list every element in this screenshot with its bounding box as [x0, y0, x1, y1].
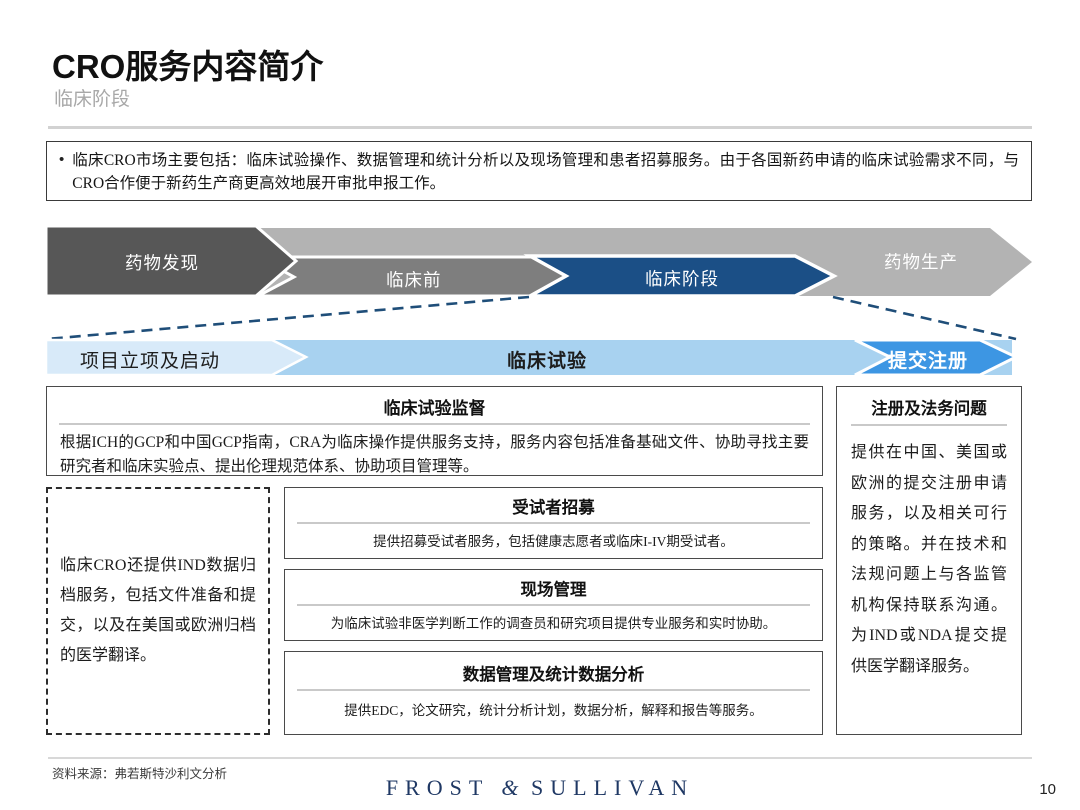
footer-divider [48, 757, 1032, 759]
chevron-label-preclinical: 临床前 [386, 270, 442, 290]
brand-ampersand: & [501, 775, 519, 800]
brand-logo: FROST & SULLIVAN [0, 775, 1080, 801]
card-title: 受试者招募 [512, 498, 595, 517]
card-subject-recruitment: 受试者招募 提供招募受试者服务，包括健康志愿者或临床I-IV期受试者。 [284, 487, 823, 559]
card-divider [297, 604, 810, 606]
connector-left-dashed [46, 295, 530, 341]
card-data-management-statistics: 数据管理及统计数据分析 提供EDC，论文研究，统计分析计划，数据分析，解释和报告… [284, 651, 823, 735]
bullet-row: • 临床CRO市场主要包括：临床试验操作、数据管理和统计分析以及现场管理和患者招… [59, 149, 1019, 195]
card-title: 数据管理及统计数据分析 [462, 665, 645, 684]
card-body: 提供EDC，论文研究，统计分析计划，数据分析，解释和报告等服务。 [344, 703, 763, 718]
brand-word-frost: FROST [385, 775, 489, 800]
card-body: 提供在中国、美国或欧洲的提交注册申请服务，以及相关可行的策略。并在技术和法规问题… [851, 444, 1007, 675]
chevron-label-project-initiation: 项目立项及启动 [80, 351, 221, 372]
bullet-dot-icon: • [59, 151, 65, 168]
card-ind-archiving-note: 临床CRO还提供IND数据归档服务，包括文件准备和提交，以及在美国或欧洲归档的医… [46, 487, 270, 735]
card-body: 为临床试验非医学判断工作的调查员和研究项目提供专业服务和实时协助。 [330, 616, 777, 631]
card-title: 临床试验监督 [383, 399, 486, 418]
card-divider [297, 522, 810, 524]
connector-right-dashed [832, 295, 1017, 341]
bullet-text: 临床CRO市场主要包括：临床试验操作、数据管理和统计分析以及现场管理和患者招募服… [72, 152, 1019, 192]
card-body: 临床CRO还提供IND数据归档服务，包括文件准备和提交，以及在美国或欧洲归档的医… [60, 557, 256, 664]
chevron-label-clinical-trial: 临床试验 [507, 351, 588, 372]
chevron-label-submission: 提交注册 [888, 351, 969, 372]
card-body: 提供招募受试者服务，包括健康志愿者或临床I-IV期受试者。 [373, 534, 734, 549]
card-clinical-trial-supervision: 临床试验监督 根据ICH的GCP和中国GCP指南，CRA为临床操作提供服务支持，… [46, 386, 823, 476]
chevron-label-drug-production: 药物生产 [884, 252, 958, 272]
chevron-label-clinical-stage: 临床阶段 [645, 269, 719, 289]
page-subtitle: 临床阶段 [54, 89, 131, 110]
card-title: 注册及法务问题 [871, 399, 987, 418]
card-divider [59, 423, 810, 425]
card-title: 现场管理 [520, 580, 587, 599]
card-divider [851, 424, 1007, 426]
page-number: 10 [1039, 781, 1056, 798]
brand-word-sullivan: SULLIVAN [531, 775, 695, 800]
page-title: CRO服务内容简介 [52, 48, 324, 85]
chevron-label-drug-discovery: 药物发现 [125, 253, 199, 273]
header-divider [48, 126, 1032, 129]
summary-callout-box: • 临床CRO市场主要包括：临床试验操作、数据管理和统计分析以及现场管理和患者招… [46, 141, 1032, 201]
card-divider [297, 689, 810, 691]
card-regulatory-legal: 注册及法务问题 提供在中国、美国或欧洲的提交注册申请服务，以及相关可行的策略。并… [836, 386, 1022, 735]
card-body: 根据ICH的GCP和中国GCP指南，CRA为临床操作提供服务支持，服务内容包括准… [60, 434, 809, 475]
source-note: 资料来源：弗若斯特沙利文分析 [52, 767, 228, 781]
card-site-management: 现场管理 为临床试验非医学判断工作的调查员和研究项目提供专业服务和实时协助。 [284, 569, 823, 641]
